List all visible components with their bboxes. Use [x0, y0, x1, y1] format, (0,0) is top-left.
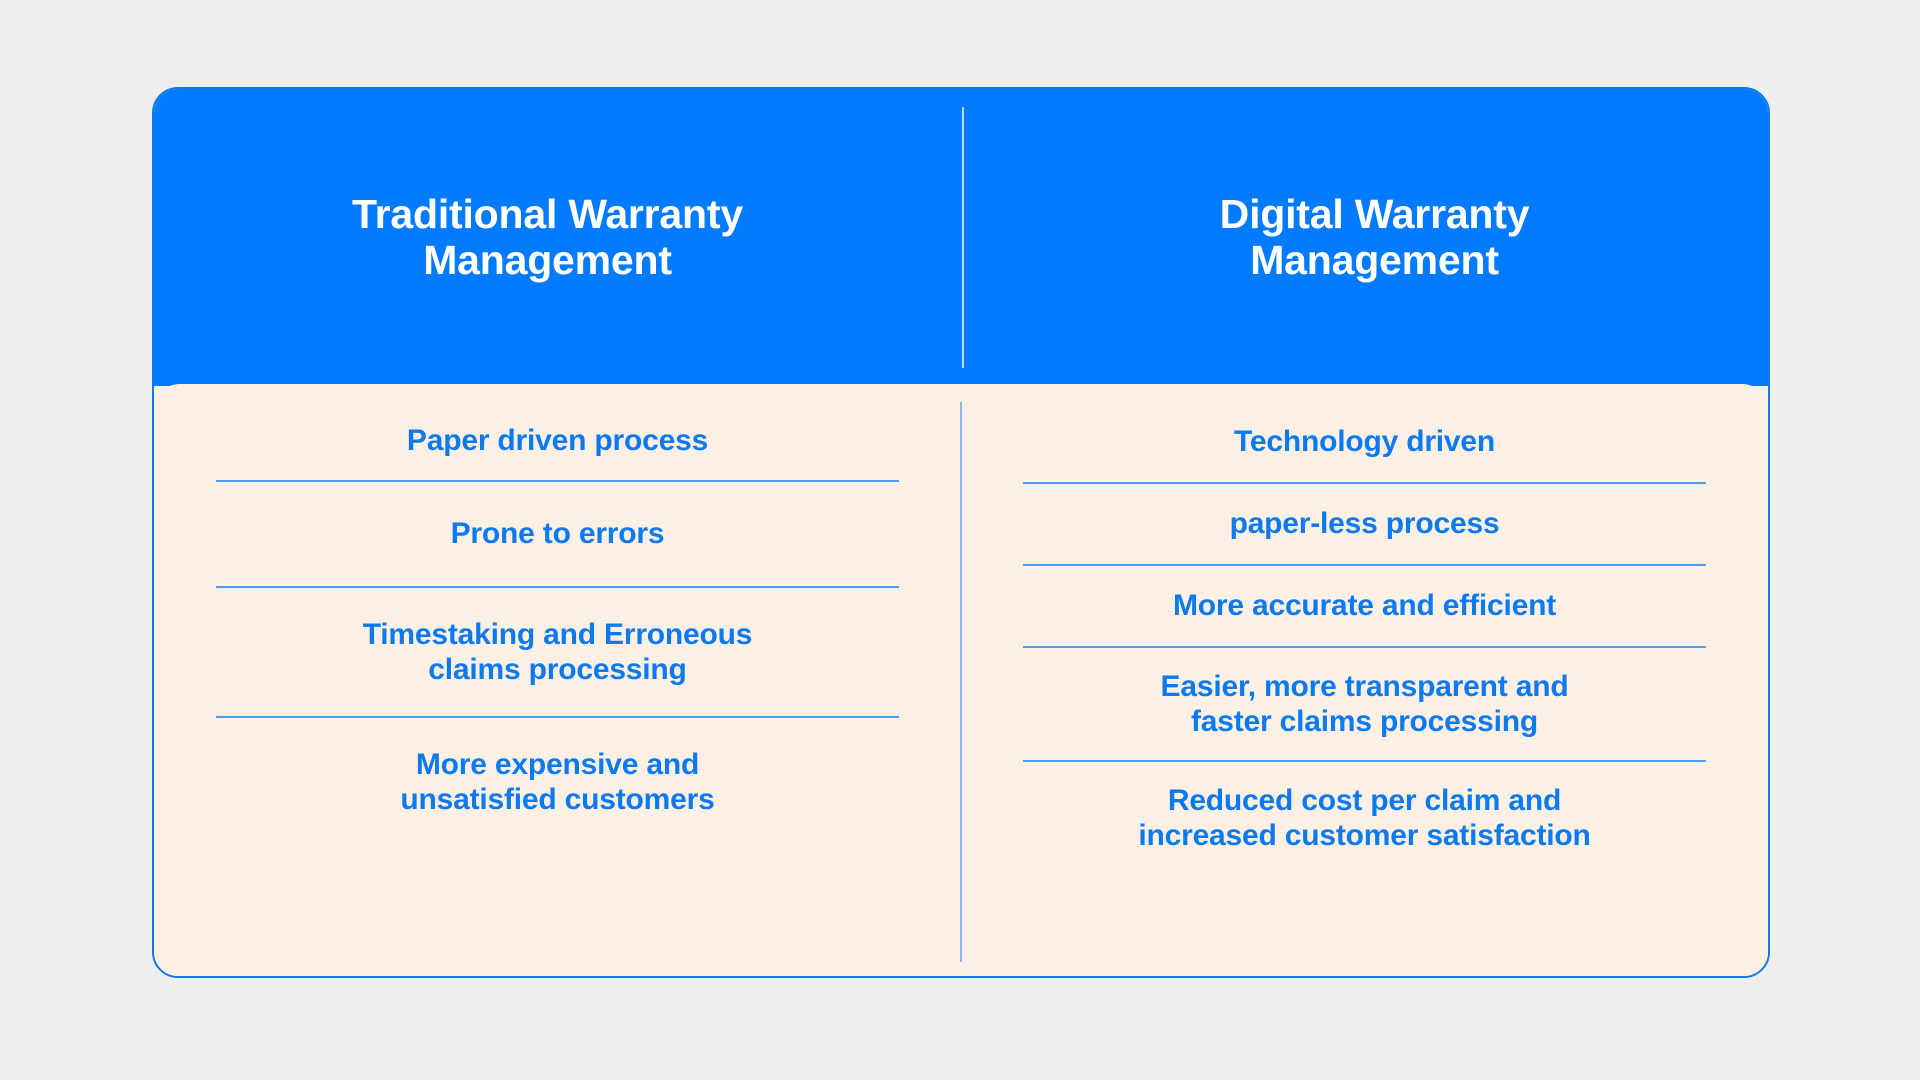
row-separator: [216, 480, 899, 482]
feature-row: Reduced cost per claim and increased cus…: [1023, 762, 1706, 874]
row-separator: [1023, 760, 1706, 762]
row-separator: [1023, 482, 1706, 484]
feature-list-digital: Technology driven paper-less process Mor…: [961, 384, 1768, 976]
body-vertical-divider: [960, 402, 962, 962]
card-header: Traditional Warranty Management Digital …: [154, 89, 1768, 386]
feature-row: Easier, more transparent and faster clai…: [1023, 648, 1706, 760]
column-title-digital: Digital Warranty Management: [1219, 191, 1530, 283]
header-cell-digital: Digital Warranty Management: [961, 192, 1768, 282]
feature-text: Timestaking and Erroneous claims process…: [362, 617, 753, 686]
feature-text: Technology driven: [1233, 425, 1496, 459]
header-vertical-divider: [962, 107, 964, 368]
feature-row: Technology driven: [1023, 402, 1706, 482]
feature-text: paper-less process: [1229, 507, 1500, 541]
row-separator: [1023, 564, 1706, 566]
feature-row: Prone to errors: [216, 482, 899, 586]
feature-row: More expensive and unsatisfied customers: [216, 718, 899, 846]
feature-row: paper-less process: [1023, 484, 1706, 564]
comparison-card: Traditional Warranty Management Digital …: [152, 87, 1770, 978]
column-title-traditional: Traditional Warranty Management: [352, 191, 743, 283]
feature-text: Easier, more transparent and faster clai…: [1160, 669, 1569, 738]
feature-text: Reduced cost per claim and increased cus…: [1138, 783, 1591, 852]
feature-row: More accurate and efficient: [1023, 566, 1706, 646]
row-separator: [1023, 646, 1706, 648]
feature-text: More expensive and unsatisfied customers: [400, 747, 715, 816]
feature-list-traditional: Paper driven process Prone to errors Tim…: [154, 384, 961, 976]
feature-text: More accurate and efficient: [1172, 589, 1557, 623]
card-body: Paper driven process Prone to errors Tim…: [154, 384, 1768, 976]
feature-text: Prone to errors: [450, 517, 665, 551]
row-separator: [216, 586, 899, 588]
feature-text: Paper driven process: [406, 424, 709, 458]
feature-row: Timestaking and Erroneous claims process…: [216, 588, 899, 716]
header-cell-traditional: Traditional Warranty Management: [154, 192, 961, 282]
feature-row: Paper driven process: [216, 402, 899, 480]
row-separator: [216, 716, 899, 718]
